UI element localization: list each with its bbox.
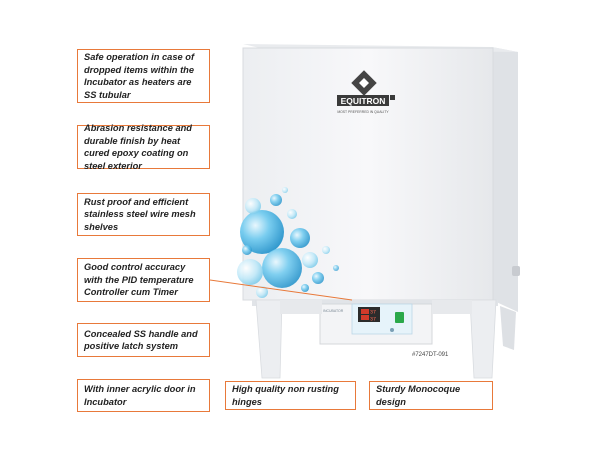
leg-back-right bbox=[500, 306, 516, 350]
bubble-graphic bbox=[237, 187, 339, 298]
leg-crossbar-right bbox=[432, 300, 472, 314]
callout-handle-text: Concealed SS handle and positive latch s… bbox=[84, 328, 198, 352]
callout-hinges: High quality non rusting hinges bbox=[225, 381, 356, 410]
display-bottom-value: 37 bbox=[370, 317, 376, 323]
display-top-value: 37 bbox=[370, 310, 376, 316]
callout-handle: Concealed SS handle and positive latch s… bbox=[77, 323, 210, 357]
brand-name: EQUITRON bbox=[341, 96, 386, 106]
cabinet-side bbox=[492, 47, 518, 312]
callout-epoxy-coating-text: Abrasion resistance and durable finish b… bbox=[84, 123, 192, 171]
leg-front-right bbox=[469, 299, 497, 379]
door-latch bbox=[512, 266, 520, 276]
callout-heaters: Safe operation in case of dropped items … bbox=[77, 49, 210, 103]
callout-monocoque-text: Sturdy Monocoque design bbox=[376, 384, 461, 407]
leg-crossbar-left bbox=[280, 300, 322, 314]
callout-leader-line bbox=[209, 279, 353, 301]
callout-controller: Good control accuracy with the PID tempe… bbox=[77, 258, 210, 302]
power-switch[interactable] bbox=[395, 312, 404, 323]
callout-epoxy-coating: Abrasion resistance and durable finish b… bbox=[77, 123, 210, 171]
brand-tagline: MOST PREFERRED IN QUALITY bbox=[337, 110, 389, 114]
small-logo-icon bbox=[390, 328, 394, 332]
cabinet-base-lip bbox=[252, 300, 498, 306]
model-code: #7247DT-091 bbox=[412, 352, 449, 358]
callout-heaters-text: Safe operation in case of dropped items … bbox=[84, 52, 195, 100]
callout-shelves: Rust proof and efficient stainless steel… bbox=[77, 193, 210, 236]
callout-acrylic-door: With inner acrylic door in Incubator bbox=[77, 379, 210, 412]
callout-controller-text: Good control accuracy with the PID tempe… bbox=[84, 262, 194, 298]
callout-hinges-text: High quality non rusting hinges bbox=[232, 384, 339, 407]
callout-monocoque: Sturdy Monocoque design bbox=[369, 381, 493, 410]
leg-front-left bbox=[255, 299, 283, 379]
panel-label: INCUBATOR bbox=[323, 309, 344, 313]
brand-logo bbox=[337, 70, 395, 106]
callout-acrylic-door-text: With inner acrylic door in Incubator bbox=[84, 384, 196, 407]
callout-shelves-text: Rust proof and efficient stainless steel… bbox=[84, 196, 196, 232]
